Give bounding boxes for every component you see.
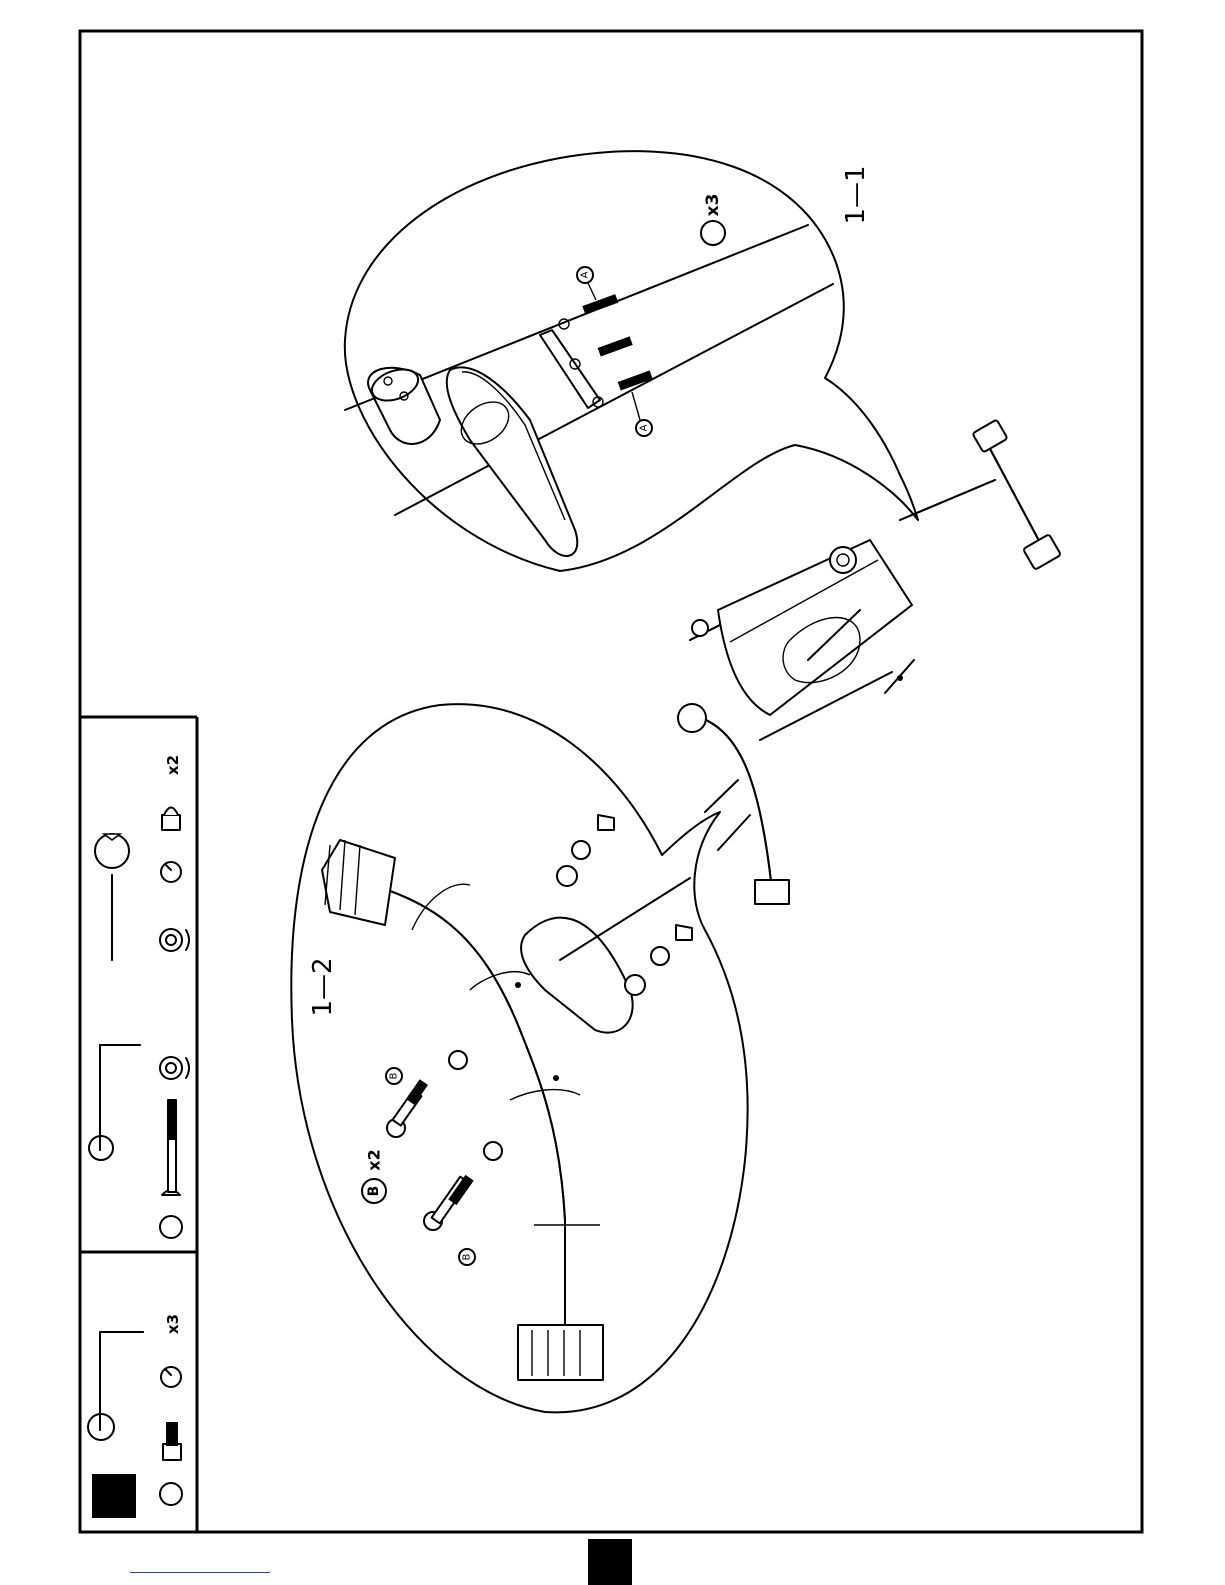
allen-key-icon <box>88 1332 143 1440</box>
detail-callout-1-2: B B B x2 1—2 <box>291 704 747 1412</box>
hardware-quantity-step2: x2 <box>164 755 182 775</box>
spring-washer-icon <box>161 1367 181 1387</box>
detail-label-1-2: 1—2 <box>308 957 338 1016</box>
flat-washer-icon <box>160 1057 189 1079</box>
open-wrench-icon <box>95 834 129 960</box>
footer-link-underline[interactable] <box>130 1572 270 1573</box>
hardware-quantity-step1: x3 <box>164 1314 182 1334</box>
carriage-bolt-icon <box>160 1100 182 1238</box>
allen-key-icon <box>89 1045 140 1160</box>
detail-count-1-2: x2 <box>365 1149 384 1170</box>
spring-washer-icon <box>161 862 181 882</box>
hardware-panel-step2: x2 <box>89 755 189 1238</box>
step-number-badge: 1 <box>92 1474 136 1518</box>
detail-count-1-1: x3 <box>703 194 723 217</box>
socket-head-bolt-icon <box>160 1422 182 1505</box>
detail-label-1-1: 1—1 <box>841 165 871 224</box>
detail-callout-1-1: A A x3 1—1 <box>345 151 918 571</box>
svg-text:A: A <box>580 271 591 278</box>
hardware-panels: 1 x3 <box>80 717 197 1532</box>
cap-nut-icon <box>162 808 180 831</box>
main-assembly <box>678 419 1061 904</box>
svg-text:B: B <box>462 1253 473 1260</box>
svg-text:B: B <box>366 1186 382 1197</box>
page-number-tab <box>588 1539 632 1585</box>
svg-text:A: A <box>639 424 650 431</box>
flat-washer-icon <box>160 929 189 951</box>
step-number: 1 <box>97 1486 132 1507</box>
svg-text:B: B <box>389 1072 400 1079</box>
